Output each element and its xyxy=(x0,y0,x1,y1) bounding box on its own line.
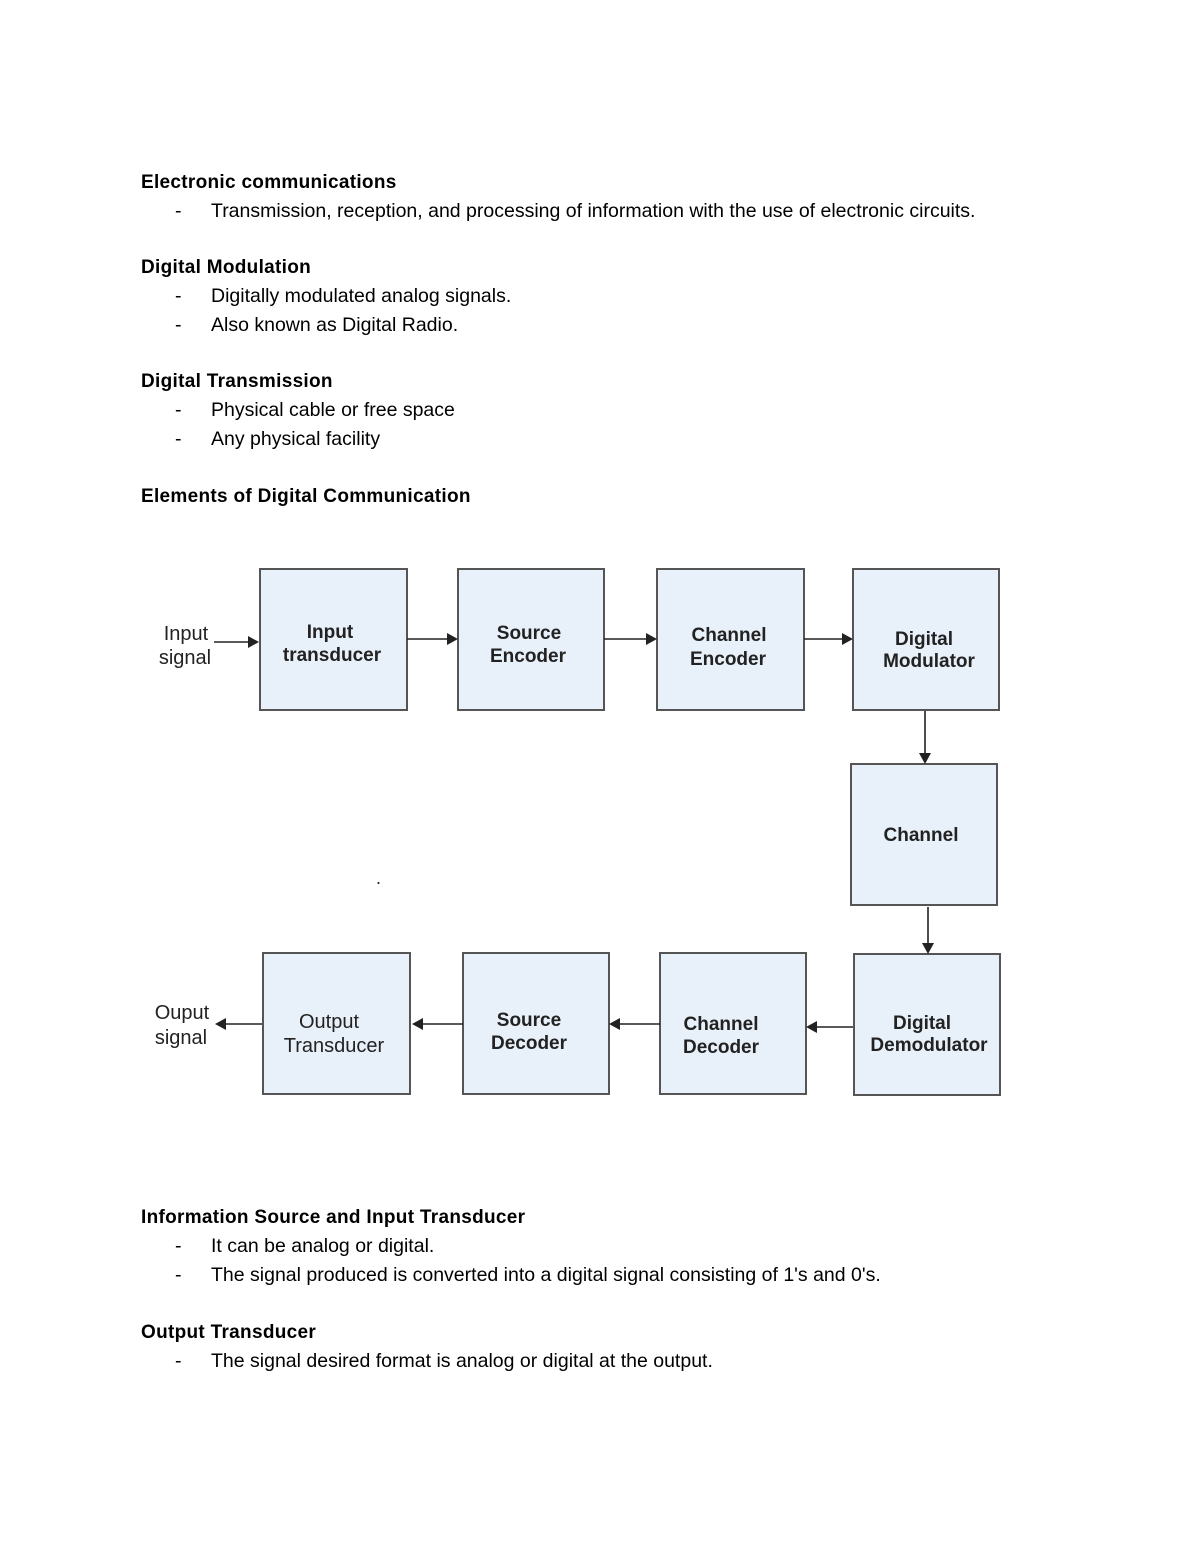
arrow-input-to-transducer xyxy=(214,636,259,648)
block-label: Input xyxy=(307,622,354,643)
bullet-dash: - xyxy=(175,1235,182,1257)
block-label: Digital xyxy=(893,1013,951,1034)
arrow-channel-decoder-to-source-decoder xyxy=(609,1018,660,1030)
bullet-text: It can be analog or digital. xyxy=(211,1235,435,1257)
block-label: Encoder xyxy=(690,649,767,670)
block-source-encoder: Source Encoder xyxy=(457,568,605,711)
arrow-source-decoder-to-output-transducer xyxy=(412,1018,463,1030)
arrow-output-transducer-to-output xyxy=(215,1018,262,1030)
arrow-modulator-to-channel xyxy=(919,711,931,764)
section-heading-digital-modulation: Digital Modulation xyxy=(141,257,312,278)
section-heading-information-source: Information Source and Input Transducer xyxy=(141,1207,526,1228)
block-source-decoder: Source Decoder xyxy=(462,952,610,1095)
block-label: Decoder xyxy=(683,1037,760,1058)
block-channel-decoder: Channel Decoder xyxy=(659,952,807,1095)
block-label: Decoder xyxy=(491,1033,568,1054)
bullet-text: Transmission, reception, and processing … xyxy=(211,200,976,222)
block-channel: Channel xyxy=(850,763,998,906)
block-label: Source xyxy=(497,623,561,644)
arrow-source-encoder-to-channel-encoder xyxy=(604,633,657,645)
block-label: Demodulator xyxy=(870,1035,988,1056)
bullet-dash: - xyxy=(175,1264,182,1286)
arrow-transducer-to-source-encoder xyxy=(407,633,458,645)
output-signal-label-line1: Ouput xyxy=(155,1002,210,1024)
block-label: Modulator xyxy=(883,651,975,672)
bullet-text: Physical cable or free space xyxy=(211,399,455,421)
stray-dot-mark: . xyxy=(376,868,381,888)
block-label: Output xyxy=(299,1011,359,1033)
block-input-transducer: Input transducer xyxy=(259,568,408,711)
section-heading-output-transducer: Output Transducer xyxy=(141,1322,317,1343)
bullet-dash: - xyxy=(175,399,182,421)
arrow-channel-encoder-to-modulator xyxy=(804,633,853,645)
bullet-text: Any physical facility xyxy=(211,428,381,450)
block-label: Channel xyxy=(684,1014,759,1035)
bullet-text: Also known as Digital Radio. xyxy=(211,314,459,336)
bullet-dash: - xyxy=(175,285,182,307)
block-label: Digital xyxy=(895,629,953,650)
block-label: Channel xyxy=(692,625,767,646)
bullet-dash: - xyxy=(175,314,182,336)
block-label: Transducer xyxy=(284,1035,385,1057)
block-output-transducer: Output Transducer xyxy=(262,952,411,1095)
block-label: transducer xyxy=(283,645,382,666)
block-channel-encoder: Channel Encoder xyxy=(656,568,805,711)
arrow-demodulator-to-channel-decoder xyxy=(806,1021,853,1033)
bullet-dash: - xyxy=(175,1350,182,1372)
block-digital-modulator: Digital Modulator xyxy=(852,568,1000,711)
arrow-channel-to-demodulator xyxy=(922,907,934,954)
bullet-text: The signal produced is converted into a … xyxy=(211,1264,881,1286)
bullet-dash: - xyxy=(175,200,182,222)
block-label: Source xyxy=(497,1010,561,1031)
section-heading-digital-transmission: Digital Transmission xyxy=(141,371,333,392)
output-signal-label-line2: signal xyxy=(155,1027,207,1049)
bullet-text: The signal desired format is analog or d… xyxy=(211,1350,713,1372)
input-signal-label-line1: Input xyxy=(164,623,209,645)
section-heading-elements: Elements of Digital Communication xyxy=(141,486,471,507)
input-signal-label-line2: signal xyxy=(159,647,211,669)
block-digital-demodulator: Digital Demodulator xyxy=(853,953,1001,1096)
block-label: Channel xyxy=(884,825,959,846)
bullet-dash: - xyxy=(175,428,182,450)
bullet-text: Digitally modulated analog signals. xyxy=(211,285,512,307)
section-heading-electronic-communications: Electronic communications xyxy=(141,172,397,193)
block-label: Encoder xyxy=(490,646,567,667)
